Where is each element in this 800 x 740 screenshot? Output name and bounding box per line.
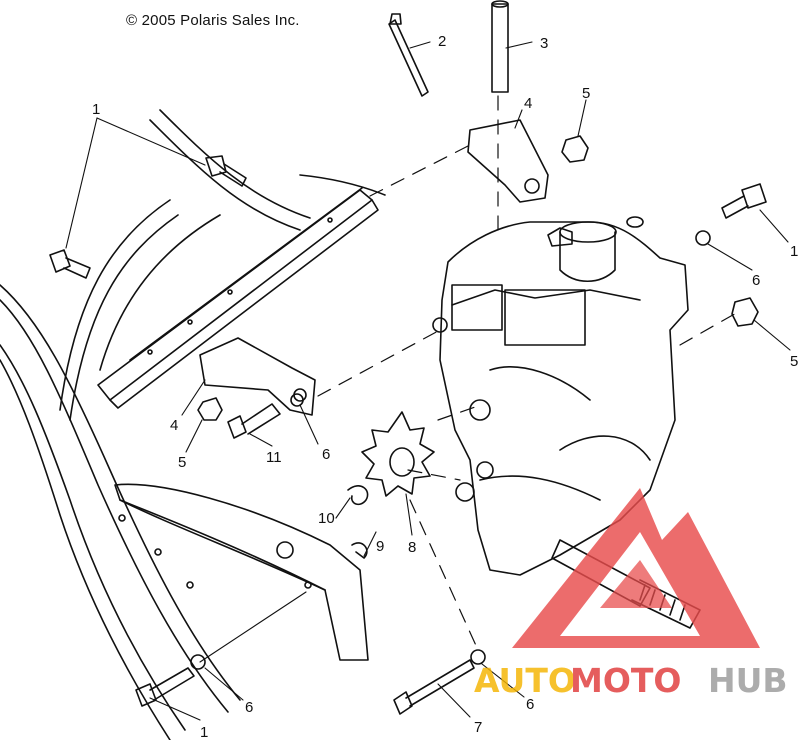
nut-5-left bbox=[197, 397, 223, 421]
lower-frame-plate bbox=[114, 483, 369, 661]
callout-label: 1 bbox=[790, 243, 798, 260]
long-bolt-2 bbox=[388, 13, 429, 97]
callout-label: 6 bbox=[526, 696, 534, 713]
nut-5-right bbox=[731, 297, 759, 327]
clip-9 bbox=[351, 542, 368, 559]
triangle-logo-icon bbox=[512, 488, 760, 648]
frame-tubes bbox=[0, 109, 386, 740]
callout-label: 4 bbox=[524, 95, 532, 112]
washer-6-mid bbox=[290, 393, 304, 407]
gearcase-bracket-upper bbox=[467, 119, 549, 203]
callout-label: 2 bbox=[438, 33, 446, 50]
bolt-11 bbox=[227, 403, 281, 439]
callout-label: 1 bbox=[200, 724, 208, 740]
callout-label: 4 bbox=[170, 417, 178, 434]
callout-label: 6 bbox=[322, 446, 330, 463]
callout-label: 5 bbox=[790, 353, 798, 370]
callout-label: 6 bbox=[245, 699, 253, 716]
mounting-rail bbox=[97, 187, 379, 409]
callout-label: 5 bbox=[178, 454, 186, 471]
copyright-notice: © 2005 Polaris Sales Inc. bbox=[126, 12, 300, 29]
washer-6-right bbox=[695, 230, 711, 246]
callout-label: 5 bbox=[582, 85, 590, 102]
drive-sprocket bbox=[361, 411, 435, 497]
bolt-1-bottom bbox=[135, 667, 195, 707]
watermark-text-moto: MOTO bbox=[570, 661, 681, 700]
callout-label: 1 bbox=[92, 101, 100, 118]
callout-label: 7 bbox=[474, 719, 482, 736]
gearcase-bracket-lower bbox=[199, 337, 316, 416]
stud-3 bbox=[491, 0, 509, 93]
leader-lines bbox=[65, 41, 791, 721]
washer-6-bottom-left bbox=[190, 654, 206, 670]
bolt-1-right bbox=[721, 183, 767, 219]
watermark-text-hub: HUB bbox=[708, 661, 788, 700]
bolt-1-left bbox=[49, 249, 91, 279]
bolt-7 bbox=[393, 659, 475, 715]
callout-label: 8 bbox=[408, 539, 416, 556]
bolt-1-top bbox=[205, 155, 247, 187]
callout-label: 10 bbox=[318, 510, 335, 527]
washer-6-bottom-right bbox=[470, 649, 486, 665]
automotohub-watermark: AUTO MOTO HUB bbox=[474, 488, 788, 700]
callout-label: 9 bbox=[376, 538, 384, 555]
watermark-text-auto: AUTO bbox=[474, 661, 576, 700]
gearcase bbox=[432, 216, 689, 576]
callout-label: 11 bbox=[266, 449, 282, 466]
callout-label: 3 bbox=[540, 35, 548, 52]
callout-label: 6 bbox=[752, 272, 760, 289]
callout-labels: 1 2 3 4 5 1 6 5 4 5 11 6 10 9 8 7 6 1 6 bbox=[92, 33, 798, 740]
snap-ring-10 bbox=[347, 485, 369, 506]
nut-5-top bbox=[561, 135, 589, 163]
inner-triangle-icon bbox=[600, 560, 672, 608]
assembly-center-lines bbox=[317, 95, 739, 651]
